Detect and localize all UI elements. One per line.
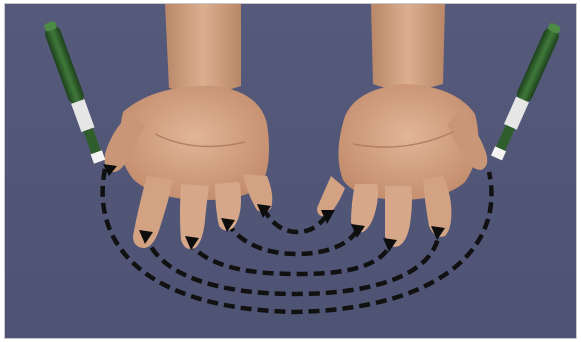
left-wand-handle [45, 25, 84, 104]
dashed-path-outer [100, 168, 494, 315]
left-wand-stem [83, 127, 102, 156]
right-finger-2 [351, 184, 378, 233]
right-hand [317, 84, 488, 247]
arrowhead [185, 236, 199, 250]
left-palm-crease [154, 133, 246, 148]
arrowhead [221, 218, 235, 232]
arrowhead [431, 226, 445, 240]
arrowhead [103, 164, 117, 176]
right-wand [491, 23, 561, 161]
left-wand-tip [44, 21, 57, 32]
scene-canvas [5, 4, 576, 338]
right-palm [338, 84, 479, 200]
arrowhead [257, 204, 271, 218]
dashed-path-second [185, 238, 394, 277]
right-finger-4 [423, 176, 452, 237]
right-wand-tip [548, 23, 561, 34]
left-wand-ring [71, 99, 95, 133]
right-wand-ring [503, 96, 529, 130]
right-wand-cap [491, 146, 507, 161]
right-finger-3 [385, 186, 412, 247]
left-wand [44, 21, 106, 164]
dashed-path-inner [225, 220, 360, 257]
left-hand [104, 85, 273, 249]
right-finger-1 [317, 176, 345, 217]
left-palm [119, 85, 270, 200]
right-palm-crease [352, 131, 454, 148]
image-frame [4, 3, 577, 339]
left-wand-cap [90, 150, 106, 164]
left-forearm [165, 4, 241, 94]
left-finger-4 [243, 174, 273, 213]
arrowheads [103, 164, 445, 252]
arrowhead [321, 210, 335, 224]
right-thumb [447, 112, 488, 170]
left-finger-2 [180, 184, 209, 249]
arrowhead [351, 224, 365, 238]
dashed-path-group [100, 168, 494, 315]
dashed-path-center [261, 206, 329, 235]
background [5, 4, 576, 338]
left-thumb [104, 114, 145, 173]
right-forearm [371, 4, 445, 90]
right-wand-stem [495, 124, 515, 153]
arrowhead [139, 230, 153, 244]
arrowhead [383, 238, 397, 252]
right-wand-handle [517, 27, 560, 102]
dashed-path-third [142, 231, 442, 297]
left-finger-1 [133, 176, 173, 248]
